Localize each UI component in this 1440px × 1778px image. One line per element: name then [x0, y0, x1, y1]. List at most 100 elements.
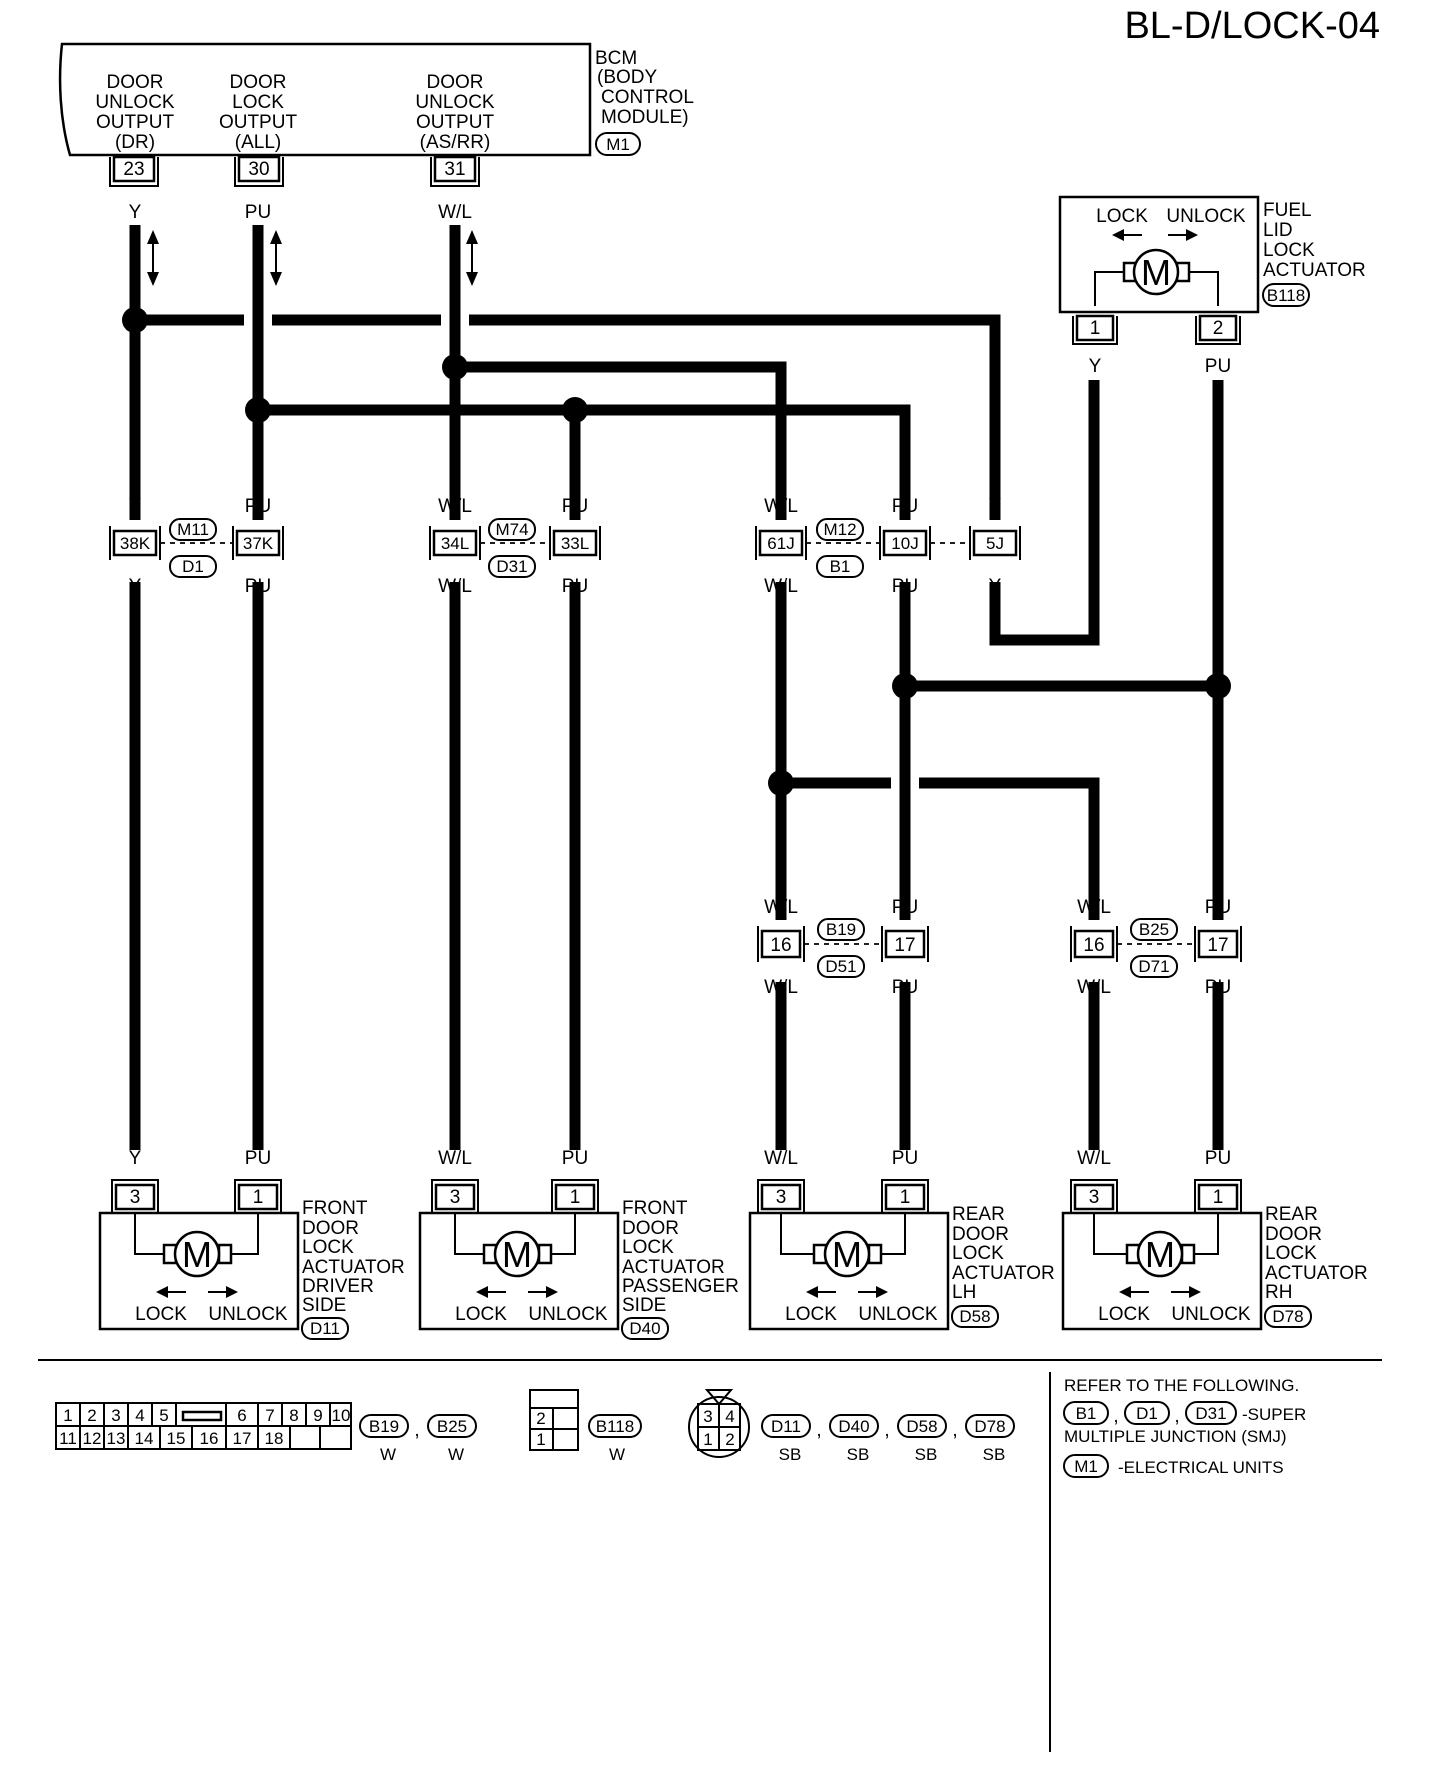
- svg-text:(ALL): (ALL): [235, 132, 281, 153]
- svg-text:5: 5: [159, 1406, 168, 1425]
- svg-text:M: M: [182, 1234, 212, 1275]
- svg-text:PU: PU: [892, 1148, 918, 1169]
- bcm-connector-badge: M1: [595, 132, 641, 156]
- svg-text:D31: D31: [496, 557, 527, 576]
- bcm-output-all: DOOR LOCK OUTPUT (ALL): [219, 72, 298, 153]
- svg-text:Y: Y: [989, 576, 1002, 597]
- svg-text:W/L: W/L: [764, 1148, 798, 1169]
- svg-text:ACTUATOR: ACTUATOR: [1263, 260, 1366, 281]
- svg-text:D71: D71: [1138, 957, 1169, 976]
- svg-text:M1: M1: [606, 135, 630, 154]
- svg-text:Y: Y: [129, 496, 142, 517]
- svg-text:23: 23: [123, 159, 144, 180]
- svg-text:ACTUATOR: ACTUATOR: [952, 1263, 1055, 1284]
- svg-text:MODULE): MODULE): [601, 107, 689, 128]
- svg-text:LOCK: LOCK: [232, 92, 284, 113]
- svg-text:12: 12: [83, 1429, 102, 1448]
- svg-text:SB: SB: [779, 1445, 802, 1464]
- fuel-lid-name: FUEL LID LOCK ACTUATOR: [1263, 200, 1366, 281]
- svg-text:W/L: W/L: [1077, 977, 1111, 998]
- svg-text:3: 3: [1089, 1187, 1100, 1208]
- svg-text:W/L: W/L: [1077, 897, 1111, 918]
- svg-text:11: 11: [59, 1429, 77, 1448]
- svg-text:UNLOCK: UNLOCK: [858, 1304, 938, 1325]
- svg-text:(AS/RR): (AS/RR): [420, 132, 491, 153]
- svg-text:LOCK: LOCK: [1098, 1304, 1150, 1325]
- svg-text:DOOR: DOOR: [107, 72, 164, 93]
- svg-text:DOOR: DOOR: [230, 72, 287, 93]
- svg-text:LOCK: LOCK: [302, 1237, 354, 1258]
- svg-text:4: 4: [725, 1407, 734, 1426]
- svg-text:18: 18: [265, 1429, 284, 1448]
- svg-text:PU: PU: [245, 496, 271, 517]
- svg-text:B25: B25: [1139, 920, 1169, 939]
- connector-face-4pin: 3 4 1 2: [688, 1389, 750, 1458]
- svg-text:8: 8: [289, 1406, 298, 1425]
- svg-text:PU: PU: [562, 576, 588, 597]
- svg-text:DOOR: DOOR: [952, 1224, 1009, 1245]
- bidirectional-arrow-icon: [147, 230, 159, 286]
- svg-text:B1: B1: [1076, 1404, 1097, 1423]
- bidirectional-arrow-icon: [270, 230, 282, 286]
- svg-text:13: 13: [107, 1429, 126, 1448]
- svg-text:15: 15: [167, 1429, 186, 1448]
- svg-text:SIDE: SIDE: [622, 1295, 666, 1316]
- fuel-lid-connector-badge: B118: [1262, 283, 1310, 307]
- svg-text:1: 1: [1090, 318, 1101, 339]
- svg-text:REAR: REAR: [952, 1204, 1005, 1225]
- svg-text:6: 6: [237, 1406, 246, 1425]
- svg-text:DOOR: DOOR: [427, 72, 484, 93]
- svg-text:PU: PU: [1205, 1148, 1231, 1169]
- svg-text:W/L: W/L: [438, 496, 472, 517]
- svg-text:W: W: [609, 1445, 625, 1464]
- svg-text:UNLOCK: UNLOCK: [208, 1304, 288, 1325]
- svg-text:W: W: [380, 1445, 396, 1464]
- bidirectional-arrow-icon: [466, 230, 478, 286]
- svg-text:PU: PU: [1205, 897, 1231, 918]
- svg-text:LOCK: LOCK: [622, 1237, 674, 1258]
- actuator-rear-rh: W/L PU 3 1 M LOCK UNLOCK REAR DOOR LOCK …: [1061, 1148, 1368, 1331]
- wire-color-label: W/L: [438, 202, 472, 223]
- wire-color-label: Y: [129, 202, 142, 223]
- svg-text:PU: PU: [562, 1148, 588, 1169]
- svg-text:W/L: W/L: [438, 576, 472, 597]
- svg-text:M: M: [1145, 1234, 1175, 1275]
- connector-id-badge: D11 SB: [761, 1414, 811, 1464]
- svg-text:D78: D78: [974, 1417, 1005, 1436]
- svg-text:D58: D58: [959, 1307, 990, 1326]
- wire-color-label: PU: [1205, 356, 1231, 377]
- separator: ,: [414, 1420, 419, 1441]
- svg-text:10: 10: [332, 1406, 351, 1425]
- svg-text:D58: D58: [906, 1417, 937, 1436]
- svg-text:3: 3: [703, 1407, 712, 1426]
- svg-text:ACTUATOR: ACTUATOR: [622, 1257, 725, 1278]
- svg-text:M74: M74: [495, 520, 528, 539]
- svg-text:W/L: W/L: [438, 1148, 472, 1169]
- svg-text:M: M: [832, 1234, 862, 1275]
- svg-text:(BODY: (BODY: [597, 67, 658, 88]
- svg-text:1: 1: [63, 1406, 72, 1425]
- svg-text:UNLOCK: UNLOCK: [1171, 1304, 1251, 1325]
- svg-text:1: 1: [570, 1187, 581, 1208]
- connector-id-badge: D58 SB: [897, 1414, 947, 1464]
- svg-text:33L: 33L: [561, 534, 589, 553]
- splice-dots: [122, 307, 1231, 796]
- eu-badge: M1: [1063, 1454, 1109, 1478]
- svg-text:2: 2: [725, 1430, 734, 1449]
- svg-text:3: 3: [450, 1187, 461, 1208]
- wire-color-label: Y: [1089, 356, 1102, 377]
- svg-text:W/L: W/L: [764, 897, 798, 918]
- svg-text:10J: 10J: [891, 534, 918, 553]
- svg-text:14: 14: [135, 1429, 154, 1448]
- arrow-right-icon: [858, 1286, 888, 1298]
- svg-text:LOCK: LOCK: [785, 1304, 837, 1325]
- separator: ,: [952, 1420, 957, 1441]
- svg-text:17: 17: [1207, 935, 1228, 956]
- connector-id-badge: D78 SB: [965, 1414, 1015, 1464]
- svg-text:B19: B19: [369, 1417, 399, 1436]
- connector-id-badge: B19 W: [359, 1414, 409, 1464]
- svg-text:Y: Y: [129, 1148, 142, 1169]
- connector-id-badge: B118 W: [588, 1414, 642, 1464]
- junction-connector-m11-d1: Y PU 38K 37K M11 D1 Y PU: [109, 496, 284, 597]
